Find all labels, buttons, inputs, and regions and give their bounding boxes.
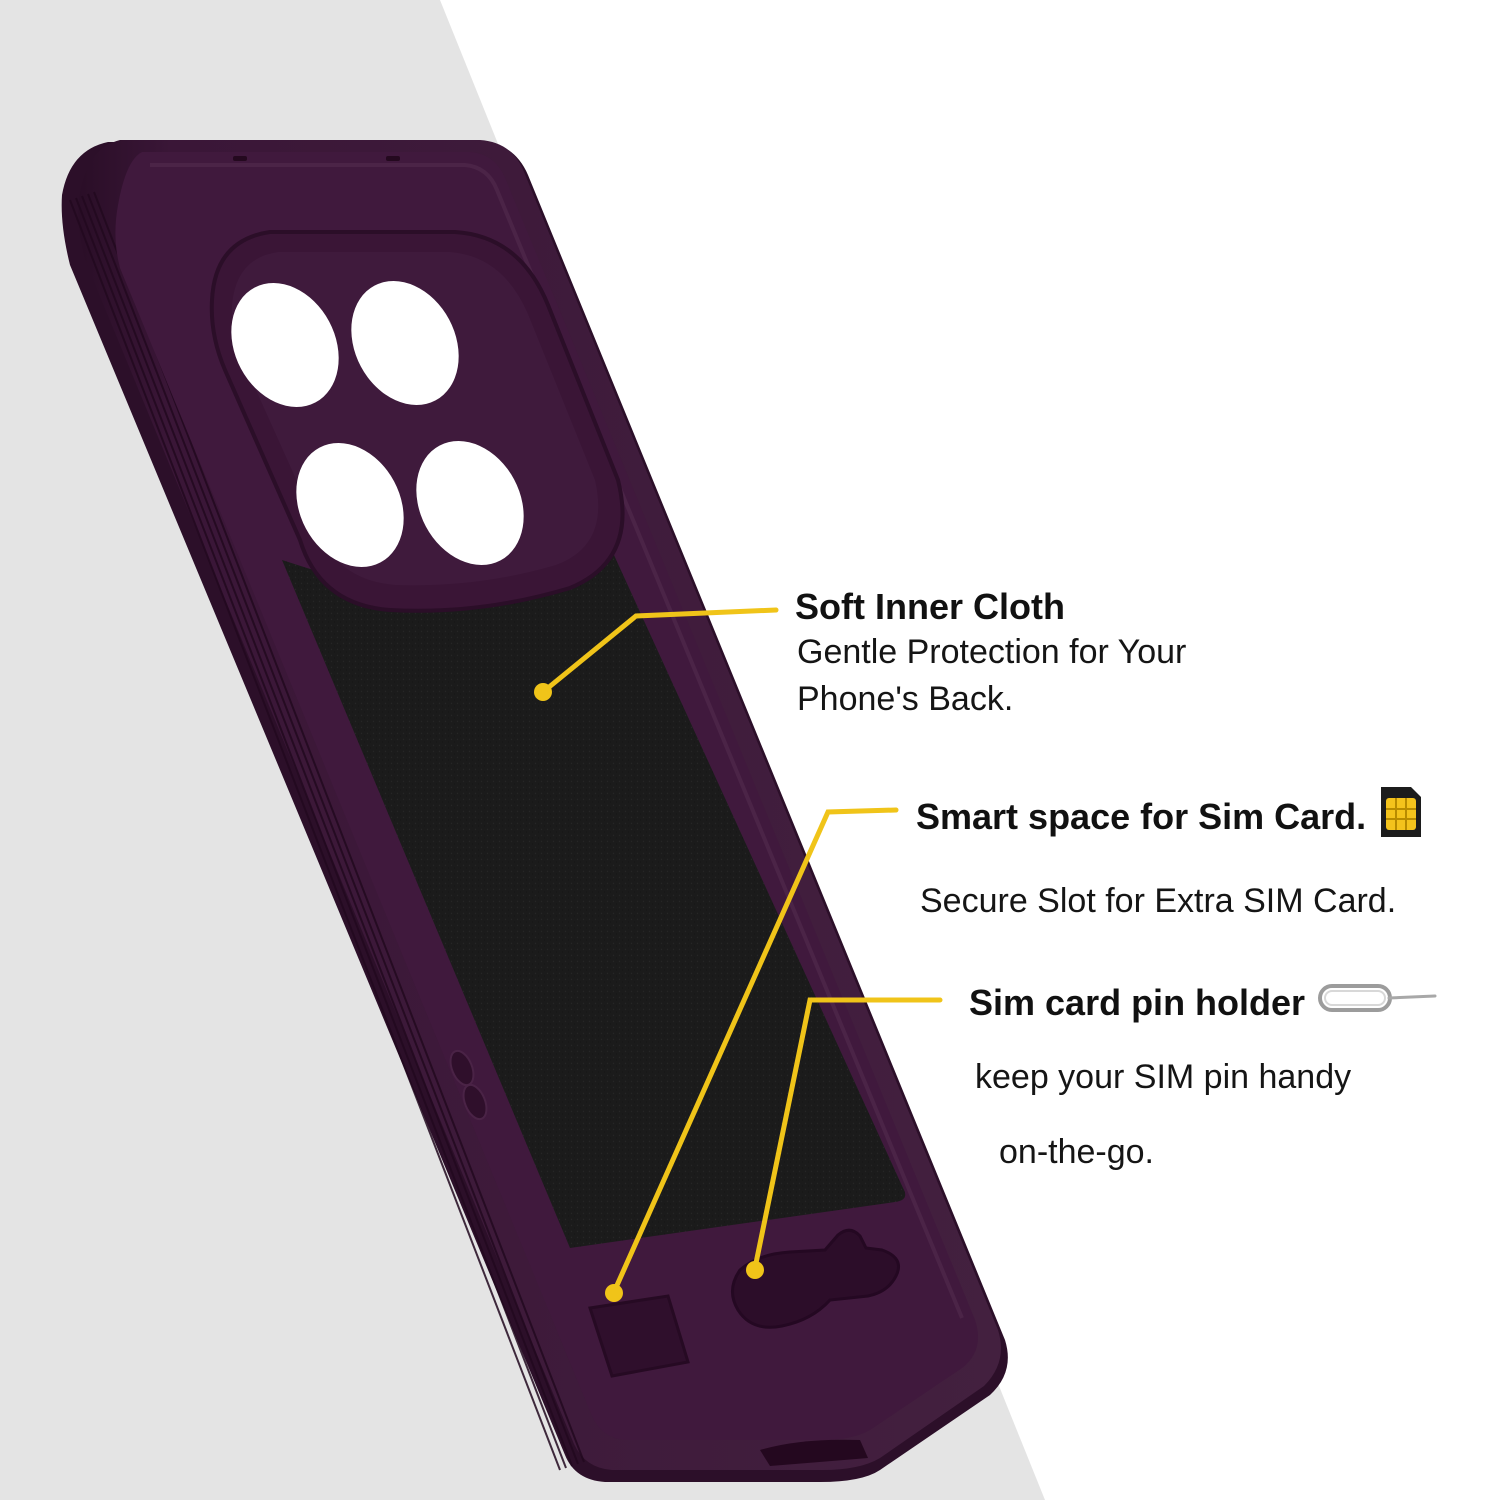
callout-sim-pin-holder: Sim card pin holder keep your SIM pin ha… <box>969 980 1439 1176</box>
callout-title: Soft Inner Cloth <box>795 586 1065 627</box>
leader-sim-space <box>611 807 899 1295</box>
callout-sim-card-space: Smart space for Sim Card. Secure Slot fo… <box>916 784 1424 925</box>
lens-hole-top-right <box>351 280 459 406</box>
leader-dot-soft-cloth <box>534 683 552 701</box>
top-notch-left <box>233 156 247 161</box>
callout-description: Gentle Protection for Your <box>797 633 1187 671</box>
case-ribbed-edge <box>69 191 585 1471</box>
callout-soft-inner-cloth: Soft Inner Cloth Gentle Protection for Y… <box>795 585 1186 723</box>
callout-description: keep your SIM pin handy <box>975 1058 1352 1096</box>
lens-hole-top-left <box>231 282 339 408</box>
sim-pin-holder-slot <box>731 1228 900 1329</box>
top-notch-right <box>386 156 400 161</box>
leader-pin-holder <box>752 997 943 1271</box>
callout-title: Smart space for Sim Card. <box>916 796 1367 837</box>
case-inner-rim <box>150 163 964 1319</box>
leader-dot-pin-holder <box>746 1261 764 1279</box>
callout-description: Phone's Back. <box>797 680 1014 718</box>
sim-card-slot <box>588 1294 690 1378</box>
lens-hole-bottom-left <box>296 442 404 568</box>
lens-hole-bottom-right <box>416 440 524 566</box>
sim-card-icon <box>1378 784 1424 850</box>
callout-leaders <box>540 607 943 1295</box>
callout-title: Sim card pin holder <box>969 982 1306 1023</box>
leader-soft-cloth <box>540 607 779 695</box>
leader-dot-sim-space <box>605 1284 623 1302</box>
sim-eject-pin-icon <box>1317 980 1439 1026</box>
soft-inner-cloth <box>282 520 906 1248</box>
side-button-lower <box>462 1083 488 1121</box>
bottom-port <box>760 1439 868 1466</box>
callout-description: Secure Slot for Extra SIM Card. <box>920 882 1397 920</box>
callout-description: on-the-go. <box>999 1133 1154 1171</box>
